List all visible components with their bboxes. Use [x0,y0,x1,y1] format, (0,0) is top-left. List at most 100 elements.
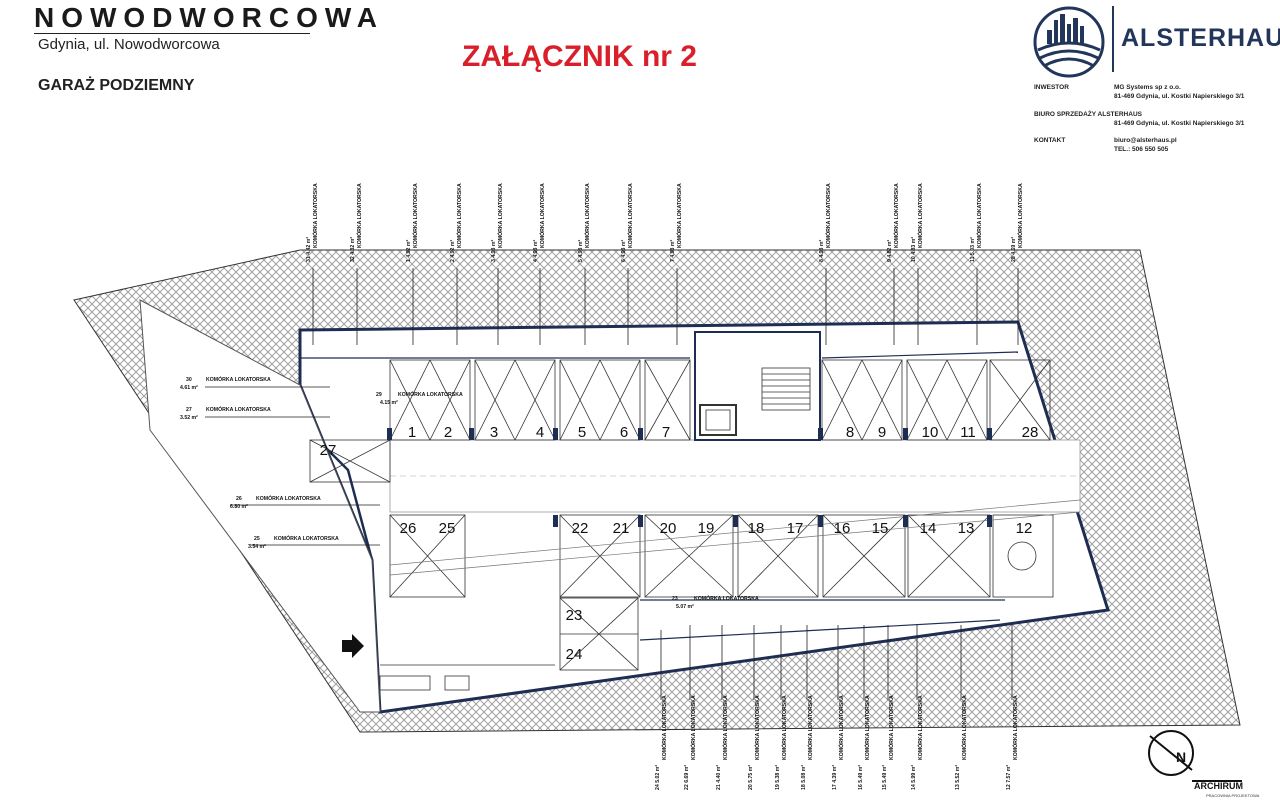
left-ramp-area [139,299,381,713]
sales-address: 81-469 Gdynia, ul. Kostki Napierskiego 3… [1114,120,1245,127]
storage-left-area-25: 3.54 m² [248,544,266,550]
storage-top-label-7: KOMÓRKA LOKATORSKA [675,183,683,248]
sales-label: BIURO SPRZEDAŻY ALSTERHAUS [1034,111,1142,118]
storage-bottom-label-12: KOMÓRKA LOKATORSKA [1011,695,1019,760]
storage-top-6: 6 4.93 m² [621,240,627,262]
storage-bottom-21: 21 4.40 m² [716,765,722,790]
storage-left-label-25: KOMÓRKA LOKATORSKA [274,534,339,542]
storage-top-label-10: KOMÓRKA LOKATORSKA [916,183,924,248]
storage-top-label-4: KOMÓRKA LOKATORSKA [538,183,546,248]
storage-bottom-label-19: KOMÓRKA LOKATORSKA [780,695,788,760]
storage-bottom-label-15: KOMÓRKA LOKATORSKA [887,695,895,760]
parking-spot-8: 8 [846,424,854,441]
parking-spot-15: 15 [872,520,889,537]
storage-top-label-28: KOMÓRKA LOKATORSKA [1016,183,1024,248]
storage-top-label-6: KOMÓRKA LOKATORSKA [626,183,634,248]
storage-top-28: 28 4.69 m² [1011,237,1017,262]
storage-left-num-30: 30 [186,377,192,383]
storage-top-label-32: KOMÓRKA LOKATORSKA [355,183,363,248]
storage-bottom-20: 20 5.75 m² [748,765,754,790]
parking-spot-27: 27 [320,442,337,459]
storage-bottom-15: 15 5.49 m² [882,765,888,790]
parking-spot-12: 12 [1016,520,1033,537]
parking-spot-13: 13 [958,520,975,537]
storage-inside-area-23: 5.07 m² [676,604,694,610]
middle-parking-row [389,514,1054,598]
parking-spot-1: 1 [408,424,416,441]
parking-spot-22: 22 [572,520,589,537]
storage-top-label-2: KOMÓRKA LOKATORSKA [455,183,463,248]
parking-spot-19: 19 [698,520,715,537]
parking-spot-28: 28 [1022,424,1039,441]
storage-bottom-24: 24 5.02 m² [655,765,661,790]
parking-spot-6: 6 [620,424,628,441]
storage-bottom-22: 22 6.69 m² [684,765,690,790]
north-arrow-icon: N [1148,730,1194,776]
contact-email: biuro@alsterhaus.pl [1114,137,1177,144]
storage-bottom-label-14: KOMÓRKA LOKATORSKA [916,695,924,760]
alsterhaus-logo-icon [1033,6,1105,78]
storage-bottom-18: 18 5.08 m² [801,765,807,790]
storage-inside-num-29: 29 [376,392,382,398]
architect-stamp [1192,780,1242,804]
storage-top-label-9: KOMÓRKA LOKATORSKA [892,183,900,248]
storage-top-10: 10 4.83 m² [911,237,917,262]
storage-top-label-3: KOMÓRKA LOKATORSKA [496,183,504,248]
investor-name: MG Systems sp z o.o. [1114,84,1181,91]
parking-spot-7: 7 [662,424,670,441]
storage-left-label-30: KOMÓRKA LOKATORSKA [206,375,271,383]
parking-spot-16: 16 [834,520,851,537]
top-leaders [312,268,1019,345]
storage-left-area-27: 3.52 m² [180,415,198,421]
annex-title: ZAŁĄCZNIK nr 2 [462,40,697,73]
storage-top-7: 7 4.93 m² [670,240,676,262]
top-parking-row [389,359,1051,441]
storage-left-num-27: 27 [186,407,192,413]
storage-top-8: 8 4.93 m² [819,240,825,262]
storage-top-1: 1 4.92 m² [406,240,412,262]
entry-arrow-icon [342,634,364,658]
storage-top-label-11: KOMÓRKA LOKATORSKA [975,183,983,248]
parking-spot-18: 18 [748,520,765,537]
storage-left-num-26: 26 [236,496,242,502]
parking-spot-5: 5 [578,424,586,441]
storage-bottom-12: 12 7.57 m² [1006,765,1012,790]
storage-bottom-label-24: KOMÓRKA LOKATORSKA [660,695,668,760]
storage-top-label-31: KOMÓRKA LOKATORSKA [311,183,319,248]
investor-address: 81-469 Gdynia, ul. Kostki Napierskiego 3… [1114,93,1245,100]
parking-spot-4: 4 [536,424,544,441]
parking-spot-2: 2 [444,424,452,441]
storage-top-3: 3 4.93 m² [491,240,497,262]
parking-spot-17: 17 [787,520,804,537]
parking-spot-14: 14 [920,520,937,537]
storage-bottom-14: 14 5.99 m² [911,765,917,790]
storage-left-area-30: 4.61 m² [180,385,198,391]
storage-bottom-label-17: KOMÓRKA LOKATORSKA [837,695,845,760]
brand-name: ALSTERHAUS [1121,24,1280,52]
storage-bottom-label-20: KOMÓRKA LOKATORSKA [753,695,761,760]
storage-top-label-5: KOMÓRKA LOKATORSKA [583,183,591,248]
bottom-storage-strip [639,599,1005,641]
project-title: NOWODWORCOWA [34,2,384,33]
storage-top-label-8: KOMÓRKA LOKATORSKA [824,183,832,248]
storage-bottom-label-13: KOMÓRKA LOKATORSKA [960,695,968,760]
architect-sub: PRACOWNIA PROJEKTOWA [1206,793,1260,798]
storage-left-num-25: 25 [254,536,260,542]
storage-top-32: 32 4.32 m² [350,237,356,262]
parking-spot-11: 11 [960,424,976,441]
parking-spot-26: 26 [400,520,417,537]
storage-top-9: 9 4.82 m² [887,240,893,262]
storage-top-2: 2 4.92 m² [450,240,456,262]
storage-top-label-1: KOMÓRKA LOKATORSKA [411,183,419,248]
parking-spot-9: 9 [878,424,886,441]
project-address: Gdynia, ul. Nowodworcowa [38,36,220,53]
storage-inside-num-23: 23 [672,596,678,602]
storage-left-label-26: KOMÓRKA LOKATORSKA [256,494,321,502]
logo-separator [1112,6,1114,72]
storage-bottom-19: 19 5.38 m² [775,765,781,790]
storage-left-label-27: KOMÓRKA LOKATORSKA [206,405,271,413]
parking-spot-10: 10 [922,424,939,441]
parking-spot-20: 20 [660,520,677,537]
svg-text:N: N [1176,749,1186,765]
